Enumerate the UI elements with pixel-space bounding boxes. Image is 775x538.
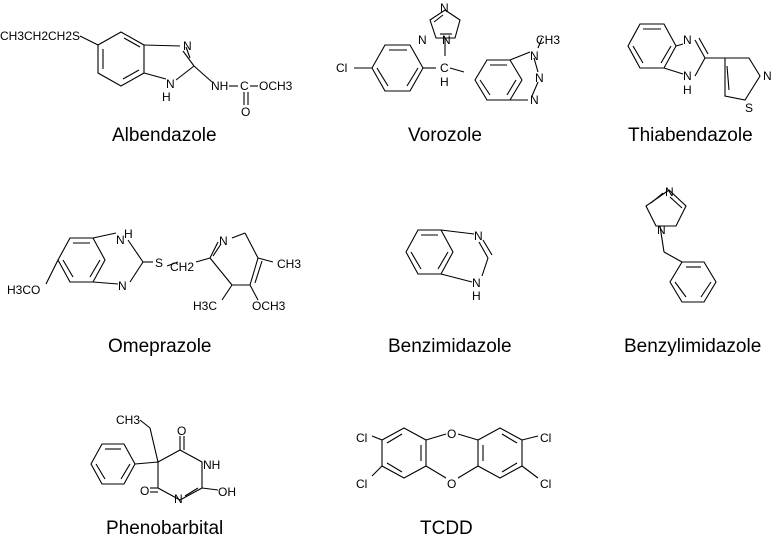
benzimidazole-nh-h-label: H	[472, 289, 481, 303]
albendazole-ester-label: OCH3	[259, 79, 293, 93]
phenobarbital-n-bottom-label: N	[174, 492, 183, 506]
thiabendazole-name: Thiabendazole	[628, 125, 753, 146]
vorozole-benzotriazole-n3-label: N	[530, 93, 539, 107]
phenobarbital-structure: CH3 O NH O N OH Phenobarbital	[90, 413, 236, 538]
omeprazole-methoxy-right-label: OCH3	[252, 299, 286, 313]
vorozole-methine-c-label: C	[440, 61, 449, 75]
thiabendazole-nh-h-label: H	[683, 83, 692, 97]
tcdd-cl-2-label: Cl	[540, 431, 551, 445]
thiabendazole-thiazole-n-label: N	[763, 69, 772, 83]
tcdd-cl-4-label: Cl	[540, 477, 551, 491]
thiabendazole-structure: N N H N S Thiabendazole	[627, 23, 772, 146]
benzimidazole-nh-n-label: N	[472, 276, 481, 290]
omeprazole-methyl-bottom-label: H3C	[193, 299, 217, 313]
tcdd-name: TCDD	[420, 518, 473, 538]
vorozole-benzotriazole-n1-label: N	[530, 49, 539, 63]
benzylimidazole-name: Benzylimidazole	[624, 336, 761, 357]
thiabendazole-thiazole-s-label: S	[745, 101, 753, 115]
albendazole-oxygen-label: O	[241, 105, 250, 119]
vorozole-triazole-n1-label: N	[440, 1, 449, 15]
albendazole-carbonyl-c-label: C	[240, 79, 249, 93]
thiabendazole-nh-n-label: N	[683, 69, 692, 83]
omeprazole-methoxy-left-label: H3CO	[7, 283, 40, 297]
albendazole-n-label: N	[183, 39, 192, 53]
albendazole-side-chain-label: CH3CH2CH2S	[0, 29, 80, 43]
omeprazole-n-label: N	[118, 279, 127, 293]
tcdd-structure: Cl Cl Cl Cl O O TCDD	[356, 427, 551, 538]
phenobarbital-nh-label: NH	[203, 458, 220, 472]
vorozole-name: Vorozole	[408, 125, 482, 146]
albendazole-nh-n-label: N	[166, 77, 175, 91]
phenobarbital-o-left-label: O	[140, 484, 149, 498]
albendazole-nh-h-label: H	[162, 90, 171, 104]
vorozole-triazole-n3-label: N	[442, 33, 451, 47]
omeprazole-nh-h-label: H	[124, 227, 133, 241]
tcdd-o-bottom-label: O	[447, 477, 456, 491]
benzimidazole-name: Benzimidazole	[388, 336, 512, 357]
phenobarbital-o-top-label: O	[177, 424, 186, 438]
tcdd-cl-3-label: Cl	[356, 477, 367, 491]
tcdd-cl-1-label: Cl	[356, 431, 367, 445]
benzylimidazole-n-bottom-label: N	[657, 223, 666, 237]
tcdd-o-top-label: O	[447, 427, 456, 441]
albendazole-amide-nh-label: NH	[211, 79, 228, 93]
vorozole-structure: Cl CH3 N N N N N N C H Vorozole	[336, 1, 560, 146]
omeprazole-name: Omeprazole	[108, 336, 212, 357]
vorozole-chloro-label: Cl	[336, 61, 347, 75]
omeprazole-sulfur-label: S	[155, 256, 163, 270]
phenobarbital-oh-label: OH	[218, 485, 236, 499]
omeprazole-ch2-label: CH2	[170, 260, 194, 274]
vorozole-methine-h-label: H	[440, 75, 449, 89]
benzimidazole-n-label: N	[474, 229, 483, 243]
albendazole-name: Albendazole	[112, 125, 217, 146]
benzimidazole-structure: N N H Benzimidazole	[388, 229, 512, 357]
vorozole-triazole-n2-label: N	[418, 33, 427, 47]
phenobarbital-name: Phenobarbital	[106, 518, 223, 538]
phenobarbital-methyl-label: CH3	[116, 413, 140, 427]
albendazole-structure: CH3CH2CH2S N N H NH C OCH3 O Albendazole	[0, 29, 293, 146]
benzylimidazole-structure: N N Benzylimidazole	[624, 185, 761, 357]
thiabendazole-n-label: N	[683, 33, 692, 47]
omeprazole-pyridine-n-label: N	[219, 234, 228, 248]
omeprazole-structure: N H N H3CO S CH2 N CH3 H3C OCH3 Omeprazo…	[7, 227, 301, 357]
vorozole-benzotriazole-n2-label: N	[535, 71, 544, 85]
benzylimidazole-n-top-label: N	[665, 185, 674, 199]
vorozole-methyl-label: CH3	[536, 33, 560, 47]
omeprazole-methyl-right-label: CH3	[277, 257, 301, 271]
omeprazole-nh-n-label: N	[116, 233, 125, 247]
